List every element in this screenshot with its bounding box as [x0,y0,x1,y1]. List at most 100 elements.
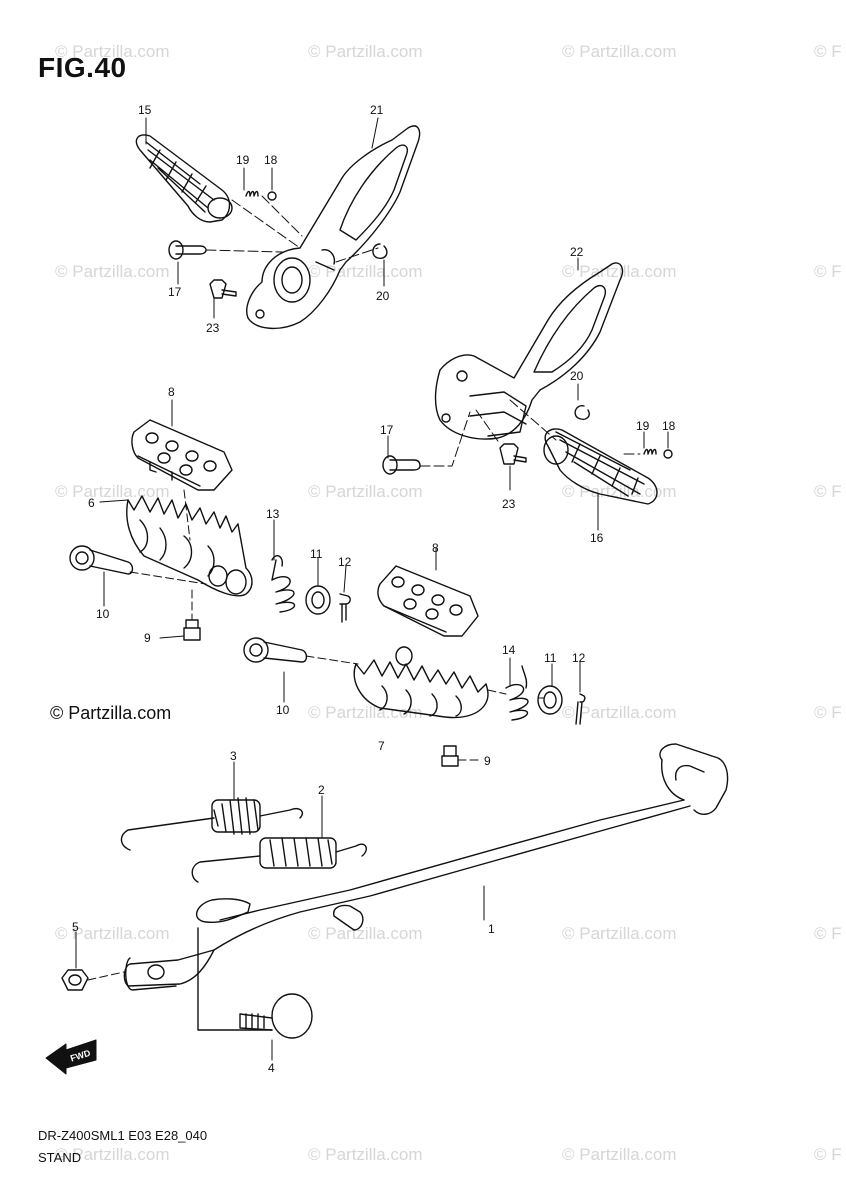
watermark: © F [814,1145,842,1164]
callout-8: 8 [432,541,439,555]
callout-21: 21 [370,103,384,117]
watermark: © F [814,262,842,281]
callout-8: 8 [168,385,175,399]
callout-19: 19 [236,153,250,167]
watermark: © F [814,42,842,61]
watermark: © Partzilla.com [562,482,677,501]
part-19-spring-left [245,190,259,197]
part-17-pin-left [168,240,207,260]
part-1-side-stand [123,743,729,1031]
watermark: © Partzilla.com [308,924,423,943]
callout-23: 23 [206,321,220,335]
callout-leaders [75,117,669,1061]
callout-12: 12 [572,651,586,665]
watermark: © Partzilla.com [562,703,677,722]
part-8-footrest-rubber-right [377,565,479,637]
part-4-stand-bolt [239,993,313,1039]
part-5-nut [61,969,89,991]
leader-lines-front-right [305,655,545,761]
callout-4: 4 [268,1061,275,1075]
callout-10: 10 [96,607,110,621]
callout-6: 6 [88,496,95,510]
part-22-passenger-footrest-bracket-right [434,262,624,440]
part-9-bolt-left [183,619,201,641]
copyright-notice: © Partzilla.com [50,703,172,723]
callout-17: 17 [168,285,182,299]
model-code: DR-Z400SML1 E03 E28_040 [38,1128,208,1143]
part-20-clip-left [372,243,388,260]
callout-17: 17 [380,423,394,437]
part-10-pin-left [69,545,134,575]
callout-7: 7 [378,739,385,753]
section-name: STAND [38,1150,82,1165]
callout-10: 10 [276,703,290,717]
callout-15: 15 [138,103,152,117]
watermark: © Partzilla.com [55,262,170,281]
watermark: © Partzilla.com [308,42,423,61]
part-23-bolt-right [499,443,527,465]
callout-labels: 1 2 3 4 5 6 7 8 8 9 9 10 10 11 11 12 12 … [72,103,676,1075]
watermark: © Partzilla.com [55,1145,170,1164]
callout-5: 5 [72,920,79,934]
callout-1: 1 [488,922,495,936]
part-17-pin-right [382,455,421,475]
forward-arrow-icon: FWD [45,1039,97,1075]
part-8-footrest-rubber-left [131,419,233,491]
watermark: © Partzilla.com [562,42,677,61]
callout-2: 2 [318,783,325,797]
part-13-spring-left [271,555,296,613]
part-3-stand-spring-outer [120,797,304,851]
part-15-passenger-footrest-left [135,134,233,223]
watermark: © Partzilla.com [55,924,170,943]
part-12-cotter-pin-right [575,693,586,725]
part-9-bolt-right [441,745,459,767]
leader-lines-front-left [129,489,207,621]
watermark: © Partzilla.com [308,1145,423,1164]
watermark: © Partzilla.com [308,482,423,501]
part-19-spring-right [643,448,657,455]
watermark: © Partzilla.com [562,924,677,943]
callout-23: 23 [502,497,516,511]
callout-20: 20 [570,369,584,383]
callout-18: 18 [662,419,676,433]
watermark: © F [814,924,842,943]
callout-13: 13 [266,507,280,521]
part-18-ball-left [267,191,277,201]
part-11-washer-right [537,685,563,715]
callout-19: 19 [636,419,650,433]
watermark: © Partzilla.com [562,262,677,281]
callout-14: 14 [502,643,516,657]
callout-20: 20 [376,289,390,303]
part-11-washer-left [305,585,331,615]
callout-18: 18 [264,153,278,167]
part-7-footrest-right [353,646,489,719]
figure-title: FIG.40 [38,52,127,83]
watermark: © Partzilla.com [55,42,170,61]
leader-lines-right [419,399,641,467]
part-2-stand-spring-inner [191,837,367,883]
callout-11: 11 [544,651,557,665]
watermark: © Partzilla.com [308,703,423,722]
callout-11: 11 [310,547,323,561]
callout-9: 9 [484,754,491,768]
part-20-clip-right [574,405,590,420]
watermark: © Partzilla.com [55,482,170,501]
watermark: © Partzilla.com [562,1145,677,1164]
callout-12: 12 [338,555,352,569]
part-18-ball-right [663,449,673,459]
watermark: © F [814,482,842,501]
watermark: © F [814,703,842,722]
callout-3: 3 [230,749,237,763]
leader-lines-stand [87,971,125,981]
leader-lines-left [205,195,379,263]
callout-9: 9 [144,631,151,645]
part-23-bolt-left [209,279,237,299]
part-21-passenger-footrest-bracket-left [246,125,421,329]
part-14-spring-right [505,665,529,721]
callout-22: 22 [570,245,584,259]
part-10-pin-right [243,637,308,663]
part-6-footrest-left [126,495,253,597]
part-16-passenger-footrest-right [543,428,658,505]
